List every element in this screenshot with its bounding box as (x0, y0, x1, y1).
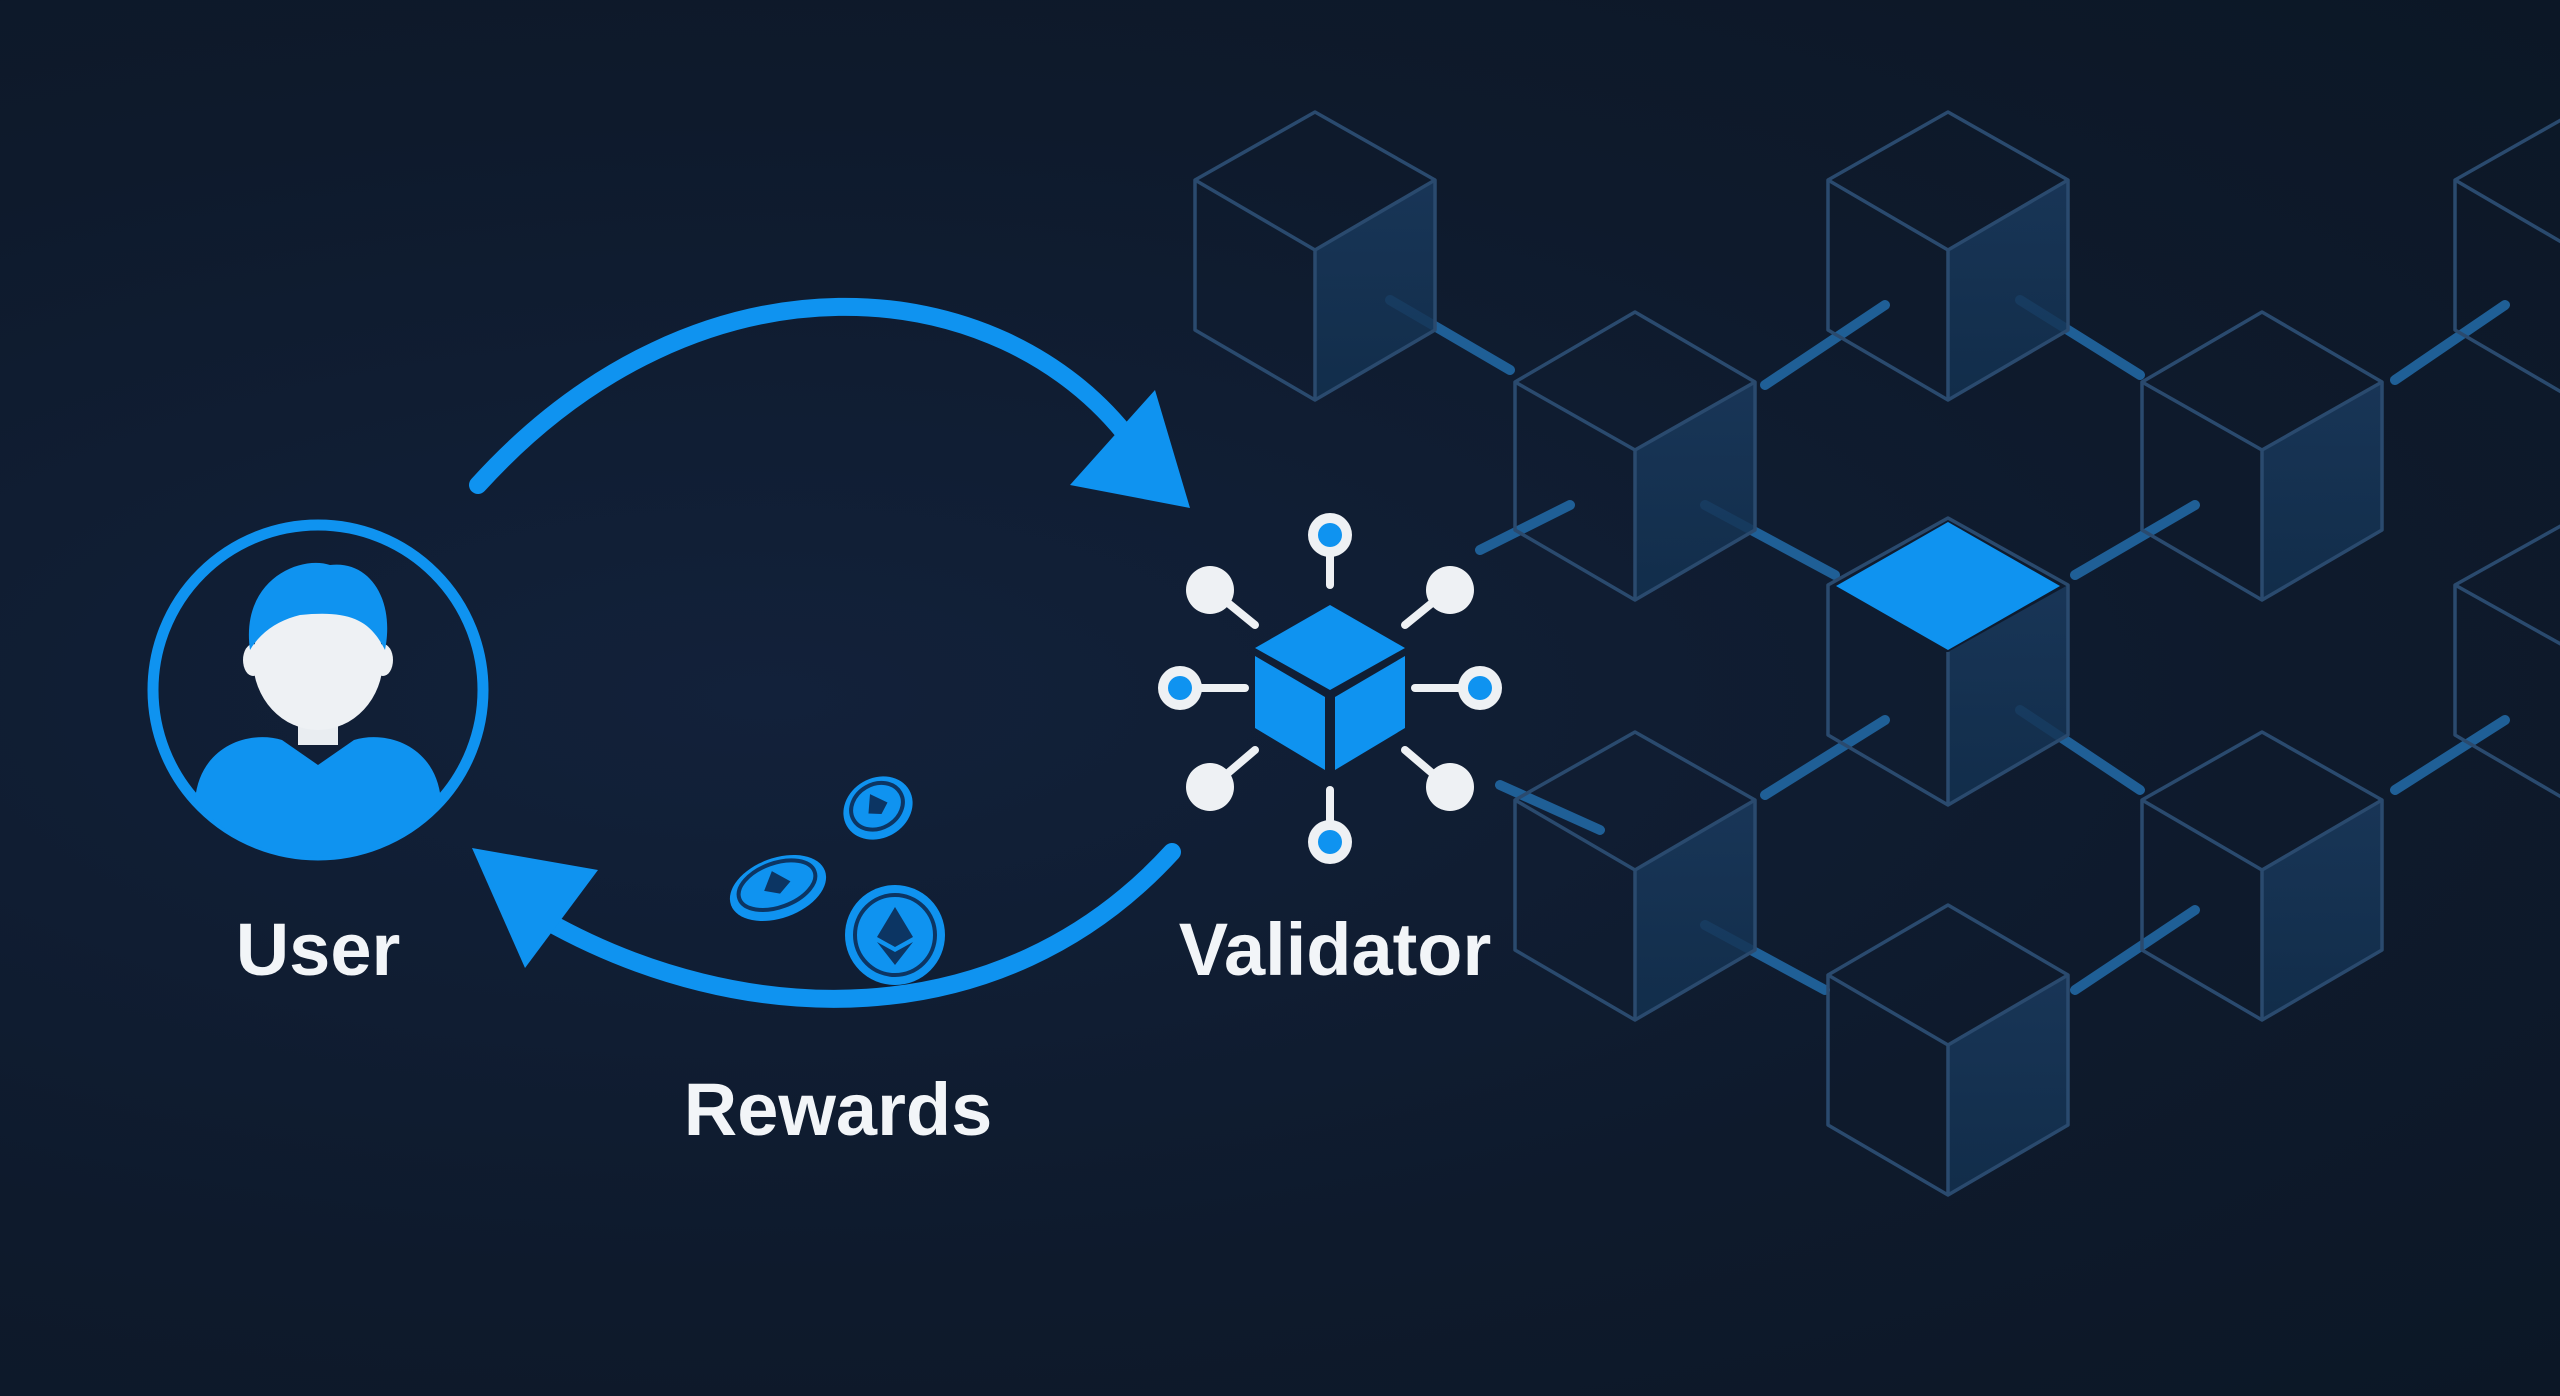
blockchain-cube-icon (2140, 310, 2384, 602)
reward-coins (729, 776, 945, 985)
blockchain-cube-icon (2140, 730, 2384, 1022)
network-link (2390, 715, 2510, 795)
blockchain-cube-icon (1826, 516, 2070, 807)
network-link (1475, 500, 1575, 555)
user-node: User (147, 519, 489, 991)
blockchain-cube-icon (2453, 524, 2560, 799)
reward-arrow (472, 843, 1181, 1008)
network-link (2390, 300, 2510, 385)
user-label: User (236, 908, 401, 991)
blockchain-cube-icon (1826, 903, 2070, 1197)
blockchain-cube-icon (1826, 110, 2070, 402)
blockchain-network (1193, 110, 2560, 1197)
reward-flow-label: Rewards (684, 1068, 992, 1151)
validator-node-icon (1158, 513, 1502, 864)
ethereum-coin-icon (843, 776, 913, 840)
stake-arrow (469, 297, 1190, 508)
network-link (2070, 905, 2200, 995)
network-link (1495, 780, 1605, 835)
ethereum-coin-icon (845, 885, 945, 985)
network-link (2070, 500, 2200, 580)
validator-node: Validator (1158, 513, 1502, 991)
blockchain-cube-icon (1513, 310, 1757, 602)
blockchain-cube-icon (1193, 110, 1437, 402)
blockchain-cube-icon (2453, 118, 2560, 394)
network-link (1760, 715, 1890, 800)
ethereum-coin-icon (729, 855, 827, 921)
validator-label: Validator (1179, 908, 1492, 991)
network-link (1760, 300, 1890, 390)
user-avatar-icon (195, 562, 441, 857)
blockchain-cube-icon (1513, 730, 1757, 1022)
